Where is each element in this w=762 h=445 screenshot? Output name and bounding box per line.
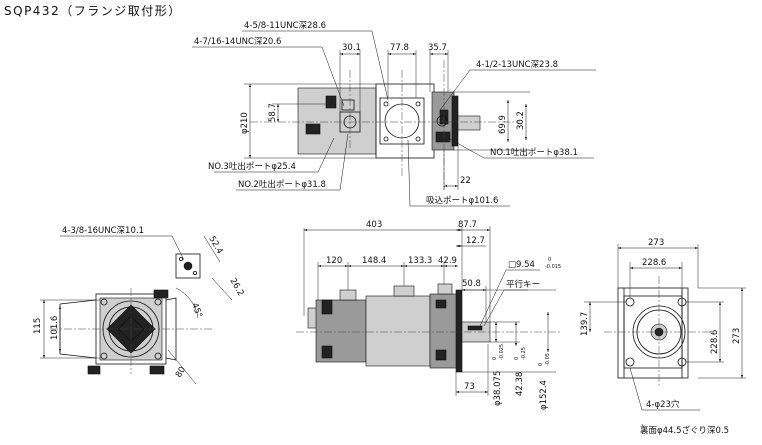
- top-flange: [451, 95, 459, 147]
- callout-outlet-3: NO.3吐出ポートφ25.4: [208, 161, 296, 172]
- callout-suction: 吸込ポートφ101.6: [426, 195, 498, 206]
- dim-115: 115: [33, 318, 43, 334]
- dim-42-tol-hi: 0: [514, 357, 520, 360]
- dim-148-4: 148.4: [362, 256, 386, 266]
- dim-133-3: 133.3: [408, 256, 432, 266]
- dim-58-7: 58.7: [268, 103, 278, 122]
- top-shaft: [457, 115, 481, 131]
- dim-right-228-6-h: 228.6: [642, 258, 666, 268]
- dim-77-8: 77.8: [390, 43, 409, 53]
- top-view: 4-5/8-11UNC深28.6 4-7/16-14UNC深20.6 4-1/2…: [192, 21, 596, 207]
- dim-right-273-h: 273: [648, 238, 664, 248]
- dim-square-key-tol-lo: -0.015: [545, 264, 561, 270]
- dim-42-tol-lo: -0.25: [521, 347, 527, 360]
- callout-spotface: 裏面φ44.5ざぐり深0.5: [640, 425, 729, 436]
- dim-210: φ210: [240, 112, 250, 134]
- dim-87-7: 87.7: [458, 220, 477, 230]
- dim-42-38: 42.38: [515, 372, 525, 396]
- dim-38-tol-lo: -0.025: [499, 344, 505, 360]
- callout-outlet-1: NO.1吐出ポートφ38.1: [490, 147, 578, 158]
- top-body-left: [297, 87, 377, 155]
- callout-outlet-2: NO.2吐出ポートφ31.8: [238, 179, 326, 190]
- dim-69-9: 69.9: [498, 115, 508, 134]
- callout-port-thread-a: 4-5/8-11UNC深28.6: [244, 21, 326, 31]
- dim-42-9: 42.9: [438, 256, 457, 266]
- side-view: 403 87.7 12.7 120 148.4 133.3 42.9 50.8 …: [296, 220, 561, 410]
- dim-50-8: 50.8: [462, 279, 481, 289]
- callout-left-thread: 4-3/8-16UNC深10.1: [62, 226, 144, 236]
- dim-22: 22: [460, 176, 471, 186]
- dim-square-key: □9.54: [508, 260, 535, 270]
- dim-35-7: 35.7: [428, 43, 447, 53]
- dim-right-273-v: 273: [732, 328, 742, 344]
- label-parallel-key: 平行キー: [506, 279, 540, 290]
- dim-73: 73: [464, 382, 475, 392]
- top-port-no1: [436, 115, 448, 127]
- callout-mount-thread: 4-1/2-13UNC深23.8: [476, 60, 558, 70]
- dim-403: 403: [366, 220, 382, 230]
- dim-101-6: 101.6: [50, 316, 60, 340]
- dim-26-2: 26.2: [227, 277, 245, 298]
- callout-holes: 4-φ23穴: [646, 399, 680, 410]
- left-view: 4-3/8-16UNC深10.1 52.4 26.2 45° 115 101.6…: [33, 226, 246, 385]
- dim-120: 120: [326, 256, 342, 266]
- right-view: 273 228.6 139.7 228.6 273 4-φ23穴 裏面φ44.5…: [580, 238, 746, 436]
- dim-80: 80: [174, 365, 188, 379]
- drawing-title: SQP432（フランジ取付形）: [4, 4, 182, 18]
- right-flange-outer: [617, 287, 689, 379]
- dim-38-tol-hi: 0: [492, 357, 498, 360]
- dim-152-tol-lo: -0.05: [545, 353, 551, 366]
- dim-38-075: φ38.075: [493, 371, 503, 406]
- dim-30-1: 30.1: [342, 43, 361, 53]
- dim-right-228-6-v: 228.6: [710, 330, 720, 354]
- dim-45-deg: 45°: [189, 302, 204, 320]
- dim-square-key-tol-hi: 0: [548, 257, 551, 263]
- dim-152-4: φ152.4: [539, 380, 549, 410]
- dim-right-139-7: 139.7: [580, 312, 590, 336]
- dim-52-4: 52.4: [206, 235, 224, 256]
- side-flange: [455, 289, 463, 373]
- dim-12-7: 12.7: [466, 236, 485, 246]
- callout-port-thread-b: 4-7/16-14UNC深20.6: [194, 37, 281, 47]
- dim-30-2: 30.2: [516, 111, 526, 130]
- left-port-block: [175, 253, 201, 279]
- dim-152-tol-hi: 0: [538, 363, 544, 366]
